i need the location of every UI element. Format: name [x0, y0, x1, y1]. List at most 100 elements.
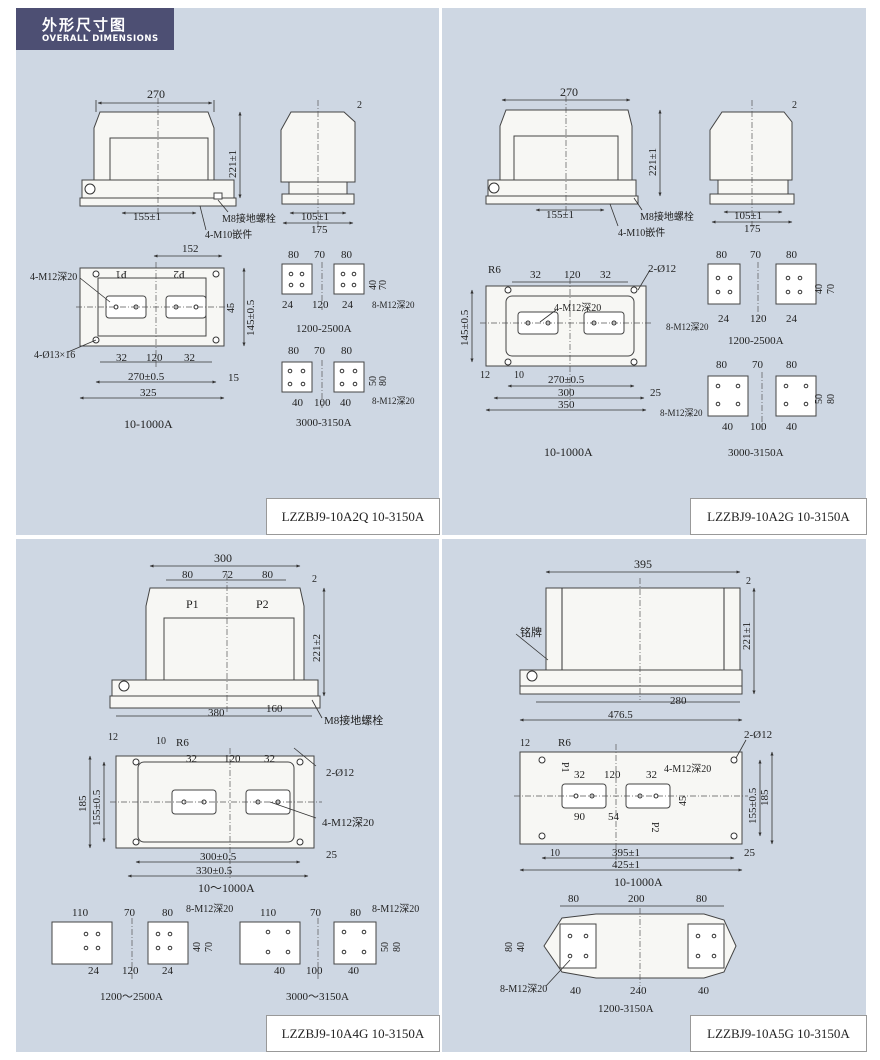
q4-dim-45: 45 [678, 796, 689, 806]
q3-terminal-1200: 110 70 80 8-M12深20 40 70 24 120 24 1200～… [51, 903, 233, 1003]
q3-t2-70: 70 [310, 907, 322, 919]
q3-dim-155: 155±0.5 [91, 789, 103, 826]
q1-t2-40b: 40 [340, 397, 352, 409]
q1-terminal-1200: 80 70 80 40 70 24 120 24 8-M12深20 1200-2… [281, 249, 415, 335]
q4-m12-4-label: 4-M12深20 [664, 763, 711, 775]
q3-dim-12: 12 [108, 732, 118, 743]
q1-model-label: LZZBJ9-10A2Q 10-3150A [266, 498, 440, 535]
q1-dim-270: 270 [147, 87, 165, 101]
q1-t2-40a: 40 [292, 397, 304, 409]
q2-dim-145: 145±0.5 [459, 309, 471, 346]
q1-t2-m12: 8-M12深20 [372, 396, 415, 406]
q3-dim-160: 160 [266, 703, 283, 715]
q3-t2-50: 50 [380, 942, 391, 952]
q3-p2-label: P2 [256, 597, 269, 611]
q1-t1-label: 1200-2500A [296, 323, 352, 335]
q1-t1-m12: 8-M12深20 [372, 300, 415, 310]
q2-side-dim-2: 2 [792, 100, 797, 111]
q2-front-view: 270 221±1 155±1 M8接地螺栓 4-M10嵌件 [485, 85, 694, 239]
q3-o12-label: 2-Ø12 [326, 767, 354, 779]
q4-dim-185: 185 [759, 789, 771, 806]
q1-p1-label: P1 [115, 268, 127, 280]
q4-rating: 10-1000A [614, 875, 663, 889]
q4-side-dim-2: 2 [746, 576, 751, 587]
q3-m8-label: M8接地螺栓 [324, 713, 383, 727]
q4-r6-label: R6 [558, 737, 571, 749]
q2-t2-80b: 80 [786, 359, 798, 371]
q1-m8-label: M8接地螺栓 [222, 212, 276, 225]
q4-t-240: 240 [630, 985, 647, 997]
q3-t1-80: 80 [162, 907, 174, 919]
q3-t2-40b: 40 [348, 965, 360, 977]
section-header: 外形尺寸图 OVERALL DIMENSIONS [16, 8, 174, 50]
q4-dim-425: 425±1 [612, 859, 640, 871]
q4-dim-120: 120 [604, 769, 621, 781]
q4-t-80b: 80 [696, 893, 708, 905]
q4-dim-395b: 395±1 [612, 847, 640, 859]
q2-o12-label: 2-Ø12 [648, 263, 676, 275]
q2-t1-120: 120 [750, 313, 767, 325]
q2-t1-70: 70 [750, 249, 762, 261]
q4-t-200: 200 [628, 893, 645, 905]
q2-t2-80v: 80 [826, 394, 837, 404]
q2-dim-10: 10 [514, 370, 524, 381]
q3-t2-label: 3000～3150A [286, 991, 349, 1003]
q3-t1-24a: 24 [88, 965, 100, 977]
q1-t2-70: 70 [314, 345, 326, 357]
q4-dim-10: 10 [550, 848, 560, 859]
q4-dim-155: 155±0.5 [747, 787, 759, 824]
q4-t-80v: 80 [504, 942, 515, 952]
q1-p2-label: P2 [173, 268, 185, 280]
q3-dim-300: 300 [214, 551, 232, 565]
q1-dim-105: 105±1 [301, 211, 329, 223]
q1-dim-221: 221±1 [227, 150, 239, 178]
q3-dim-32b: 32 [264, 753, 275, 765]
q4-t-80a: 80 [568, 893, 580, 905]
q2-dim-32a: 32 [530, 269, 541, 281]
q4-dim-280: 280 [670, 695, 687, 707]
q2-dim-155: 155±1 [546, 209, 574, 221]
q3-t1-40: 40 [192, 942, 203, 952]
q2-t2-50: 50 [814, 394, 825, 404]
q1-dim-155: 155±1 [133, 211, 161, 223]
q3-dim-221: 221±2 [311, 634, 323, 662]
q4-dim-221: 221±1 [741, 622, 753, 650]
q2-dim-175: 175 [744, 223, 761, 235]
q4-dim-476: 476.5 [608, 709, 633, 721]
q1-terminal-3000: 80 70 80 50 80 40 100 40 8-M12深20 3000-3… [281, 345, 415, 429]
q3-t2-40a: 40 [274, 965, 286, 977]
q3-dim-330: 330±0.5 [196, 865, 233, 877]
q1-dim-152: 152 [182, 243, 199, 255]
q3-dim-32a: 32 [186, 753, 197, 765]
q1-top-view: P1 P2 152 4-M12深20 45 145±0.5 4-Ø13×16 3… [30, 243, 257, 431]
q2-dim-270b: 270±0.5 [548, 374, 585, 386]
q2-m12-4-label: 4-M12深20 [554, 302, 601, 314]
q1-t2-50: 50 [368, 376, 379, 386]
q1-m10-label: 4-M10嵌件 [205, 229, 252, 241]
q4-t-label: 1200-3150A [598, 1003, 654, 1015]
q1-dim-270b: 270±0.5 [128, 371, 165, 383]
q2-dim-270: 270 [560, 85, 578, 99]
q3-model-label: LZZBJ9-10A4G 10-3150A [266, 1015, 440, 1052]
q3-t1-24b: 24 [162, 965, 174, 977]
q3-dim-80b: 80 [262, 569, 274, 581]
q1-rating: 10-1000A [124, 417, 173, 431]
q1-t2-80b: 80 [341, 345, 353, 357]
q1-dim-120: 120 [146, 352, 163, 364]
q3-t2-80: 80 [350, 907, 362, 919]
q3-dim-120: 120 [224, 753, 241, 765]
q2-dim-300: 300 [558, 387, 575, 399]
q1-dim-32a: 32 [116, 352, 127, 364]
q3-t2-110: 110 [260, 907, 277, 919]
q1-t2-80v: 80 [378, 376, 389, 386]
q1-dim-32b: 32 [184, 352, 195, 364]
q2-r6-label: R6 [488, 264, 501, 276]
q3-t1-label: 1200～2500A [100, 991, 163, 1003]
q2-t2-80a: 80 [716, 359, 728, 371]
q3-front-view: 300 80 72 80 2 P1 P2 221±2 380 160 M8接地螺… [109, 551, 383, 727]
q3-t1-m12: 8-M12深20 [186, 903, 233, 915]
q1-t1-40: 40 [368, 280, 379, 290]
q3-dim-10: 10 [156, 736, 166, 747]
q2-terminal-1200: 80 70 80 40 70 8-M12深20 24 120 24 1200-2… [666, 249, 837, 347]
